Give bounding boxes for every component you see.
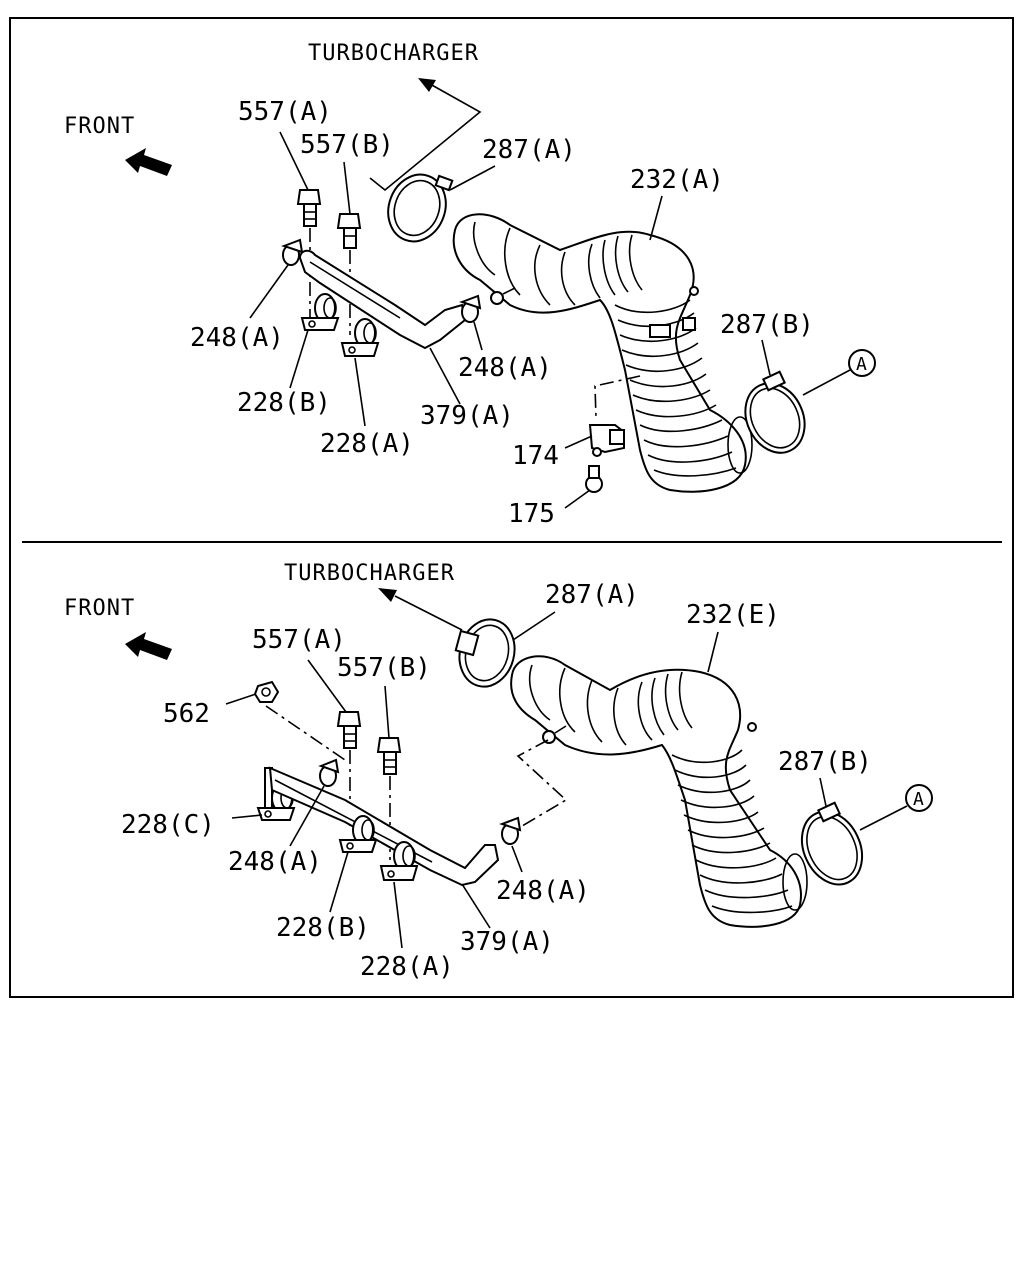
leader-228c xyxy=(231,814,263,819)
leader-379a-bottom xyxy=(461,883,491,929)
label-562: 562 xyxy=(163,699,210,729)
ref-circle-a-bottom xyxy=(905,784,933,812)
turbocharger-label-bottom: TURBOCHARGER xyxy=(284,561,455,586)
leader-287a xyxy=(449,165,496,191)
label-232e: 232(E) xyxy=(686,600,780,630)
axis-174 xyxy=(594,375,641,419)
label-248a-right: 248(A) xyxy=(458,353,552,383)
hose-232a xyxy=(452,213,753,493)
axis-248a-right-bottom xyxy=(516,739,568,827)
turbocharger-leader xyxy=(369,83,482,192)
bolt-557b xyxy=(336,213,362,249)
top-panel: FRONT TURBOCHARGER 287(A) xyxy=(64,41,876,529)
bracket-228b-bottom xyxy=(338,815,378,853)
label-228a-bottom: 228(A) xyxy=(360,952,454,982)
leader-228b xyxy=(289,329,309,389)
label-557b-bottom: 557(B) xyxy=(337,653,431,683)
ref-circle-a xyxy=(848,349,876,377)
ref-label-a-bottom: A xyxy=(913,789,924,810)
bolt-557a-bottom xyxy=(336,711,362,749)
clip-248a-right xyxy=(459,294,482,323)
bolt-557a xyxy=(296,189,322,227)
turbocharger-arrow-icon xyxy=(418,78,436,92)
leader-287a-bottom xyxy=(512,611,556,641)
front-arrow-icon-bottom xyxy=(125,632,172,660)
leader-228a xyxy=(354,357,366,427)
label-232a: 232(A) xyxy=(630,165,724,195)
label-287b-bottom: 287(B) xyxy=(778,747,872,777)
leader-ref-a xyxy=(802,369,851,396)
leader-175 xyxy=(564,489,591,509)
leader-174 xyxy=(564,435,593,449)
label-557a-bottom: 557(A) xyxy=(252,625,346,655)
leader-287b-bottom xyxy=(819,777,827,807)
leader-287b xyxy=(761,339,771,376)
sensor-174 xyxy=(588,424,625,457)
clip-248a-right-bottom xyxy=(499,816,522,845)
bracket-228a-bottom xyxy=(379,841,419,881)
bracket-228b xyxy=(300,293,340,331)
label-557b: 557(B) xyxy=(300,130,394,160)
label-248a-left: 248(A) xyxy=(190,323,284,353)
clamp-287b xyxy=(744,370,806,454)
turbocharger-label: TURBOCHARGER xyxy=(308,41,479,66)
label-248a-left-bottom: 248(A) xyxy=(228,847,322,877)
bottom-panel: FRONT TURBOCHARGER 287(A) xyxy=(64,561,933,982)
clip-248a-left-bottom xyxy=(318,758,340,787)
label-228b: 228(B) xyxy=(237,388,331,418)
diagram-frame xyxy=(9,17,1014,998)
nut-562 xyxy=(253,680,280,703)
label-379a-bottom: 379(A) xyxy=(460,927,554,957)
front-label-bottom: FRONT xyxy=(64,596,135,621)
leader-562 xyxy=(225,693,257,705)
leader-228b-bottom xyxy=(329,851,349,913)
label-287b: 287(B) xyxy=(720,310,814,340)
hose-232e xyxy=(510,655,808,928)
leader-232e xyxy=(707,631,719,673)
turbocharger-leader-bottom xyxy=(394,595,463,631)
label-379a: 379(A) xyxy=(420,401,514,431)
leader-232a xyxy=(649,195,663,241)
leader-228a-bottom xyxy=(393,881,403,949)
pipe-379a xyxy=(298,249,467,350)
bolt-557b-bottom xyxy=(376,737,402,775)
leader-379a xyxy=(429,347,461,405)
leader-248a-right-bottom xyxy=(511,845,523,873)
label-228b-bottom: 228(B) xyxy=(276,913,370,943)
label-248a-right-bottom: 248(A) xyxy=(496,876,590,906)
screw-175 xyxy=(585,465,603,493)
leader-248a-left-bottom xyxy=(289,785,325,847)
label-228c: 228(C) xyxy=(121,810,215,840)
leader-557a xyxy=(279,131,309,191)
turbocharger-arrow-icon-bottom xyxy=(378,588,397,602)
label-228a: 228(A) xyxy=(320,429,414,459)
clamp-287a-bottom xyxy=(454,618,516,688)
leader-248a-right xyxy=(473,321,483,351)
leader-557b xyxy=(343,161,351,215)
ref-label-a: A xyxy=(856,354,867,375)
clamp-287b-bottom xyxy=(800,801,864,886)
bracket-228a xyxy=(340,318,380,357)
label-557a: 557(A) xyxy=(238,97,332,127)
label-175: 175 xyxy=(508,499,555,529)
label-174: 174 xyxy=(512,441,559,471)
front-arrow-icon xyxy=(125,148,172,176)
clamp-287a xyxy=(387,173,454,243)
leader-248a-left xyxy=(249,264,289,319)
leader-ref-a-bottom xyxy=(859,805,908,831)
axis-562 xyxy=(265,705,346,761)
leader-557a-bottom xyxy=(307,659,347,713)
label-287a-bottom: 287(A) xyxy=(545,580,639,610)
front-label: FRONT xyxy=(64,114,135,139)
label-287a: 287(A) xyxy=(482,135,576,165)
leader-557b-bottom xyxy=(384,685,390,739)
clip-248a-left xyxy=(281,238,304,266)
